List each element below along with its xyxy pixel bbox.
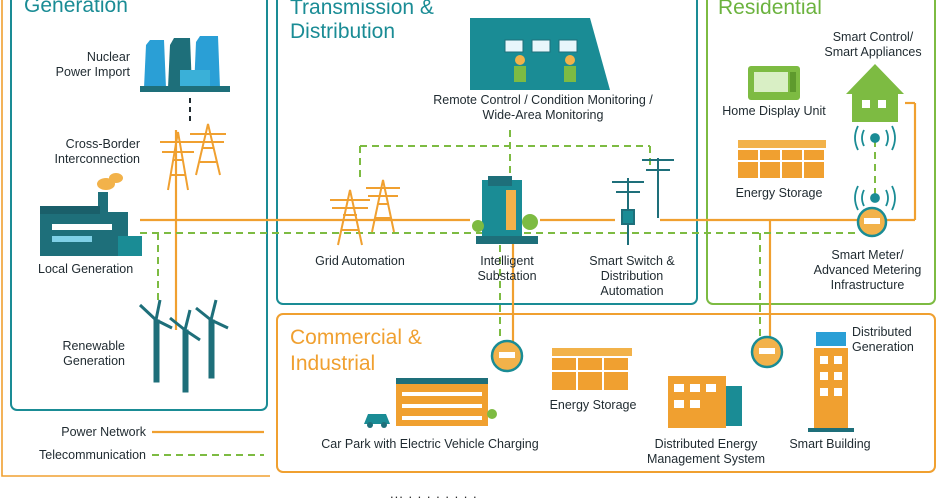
smart-building-label: Smart Building — [789, 437, 871, 451]
smart-building-icon — [808, 332, 854, 432]
remote-monitoring-label-1: Remote Control / Condition Monitoring / — [433, 93, 653, 107]
section-transmission-title-1: Transmission & — [290, 0, 434, 19]
wireless-signal-icon — [854, 125, 896, 211]
dems-icon — [668, 376, 742, 428]
section-transmission-title-2: Distribution — [290, 20, 396, 43]
legend-telecom-label: Telecommunication — [39, 448, 146, 462]
substation-label-2: Substation — [477, 269, 537, 283]
smart-switch-label-1: Smart Switch & — [589, 254, 675, 268]
renewable-label-2: Generation — [63, 354, 125, 368]
commercial-box — [276, 313, 936, 473]
smart-control-label-2: Smart Appliances — [824, 45, 922, 59]
generation-box — [10, 0, 268, 411]
cross-border-tower-icon — [160, 123, 226, 191]
section-commercial-title-1: Commercial & — [290, 326, 422, 349]
car-park-icon — [364, 378, 497, 428]
smart-meter-label-3: Infrastructure — [830, 278, 905, 292]
substation-icon — [472, 176, 538, 244]
dems-label-2: Management System — [646, 452, 766, 466]
factory-icon — [40, 173, 142, 256]
section-generation-title: Generation — [24, 0, 128, 17]
substation-label-1: Intelligent — [480, 254, 534, 268]
smart-switch-pole-icon — [612, 158, 674, 245]
nuclear-plant-icon — [140, 36, 230, 92]
commercial-storage-icon — [552, 348, 632, 390]
distributed-generation-label-1: Distributed — [852, 325, 912, 339]
dems-label-1: Distributed Energy — [654, 437, 758, 451]
power-lines — [140, 101, 917, 345]
home-display-icon — [748, 66, 800, 100]
smart-meter-label-2: Advanced Metering — [813, 263, 922, 277]
residential-storage-label: Energy Storage — [735, 186, 823, 200]
wind-turbine-icon — [138, 299, 229, 393]
crossborder-label-1: Cross-Border — [65, 137, 140, 151]
smart-control-label-1: Smart Control/ — [832, 30, 914, 44]
smart-meter-label-1: Smart Meter/ — [831, 248, 904, 262]
home-display-label: Home Display Unit — [722, 104, 826, 118]
smart-switch-label-2: Distribution — [600, 269, 664, 283]
transmission-box — [276, 0, 698, 305]
distributed-generation-label-2: Generation — [852, 340, 914, 354]
car-park-label: Car Park with Electric Vehicle Charging — [321, 437, 539, 451]
section-commercial-title-2: Industrial — [290, 352, 376, 375]
smart-home-icon — [846, 64, 904, 122]
control-room-icon — [470, 18, 610, 90]
remote-monitoring-label-2: Wide-Area Monitoring — [482, 108, 604, 122]
legend-power-label: Power Network — [61, 425, 146, 439]
section-residential-title: Residential — [718, 0, 822, 19]
grid-automation-tower-icon — [330, 179, 400, 246]
local-generation-label: Local Generation — [38, 262, 134, 276]
grid-automation-label: Grid Automation — [315, 254, 405, 268]
commercial-storage-label: Energy Storage — [549, 398, 637, 412]
residential-box — [706, 0, 936, 305]
residential-storage-icon — [738, 140, 826, 178]
smart-switch-label-3: Automation — [600, 284, 664, 298]
renewable-label-1: Renewable — [62, 339, 125, 353]
nuclear-label-1: Nuclear — [86, 50, 130, 64]
smart-meter-icon — [490, 206, 888, 373]
bottom-caption: ... . . . . . . . . — [390, 486, 478, 501]
left-frame — [1, 0, 270, 477]
nuclear-label-2: Power Import — [55, 65, 130, 79]
crossborder-label-2: Interconnection — [54, 152, 140, 166]
